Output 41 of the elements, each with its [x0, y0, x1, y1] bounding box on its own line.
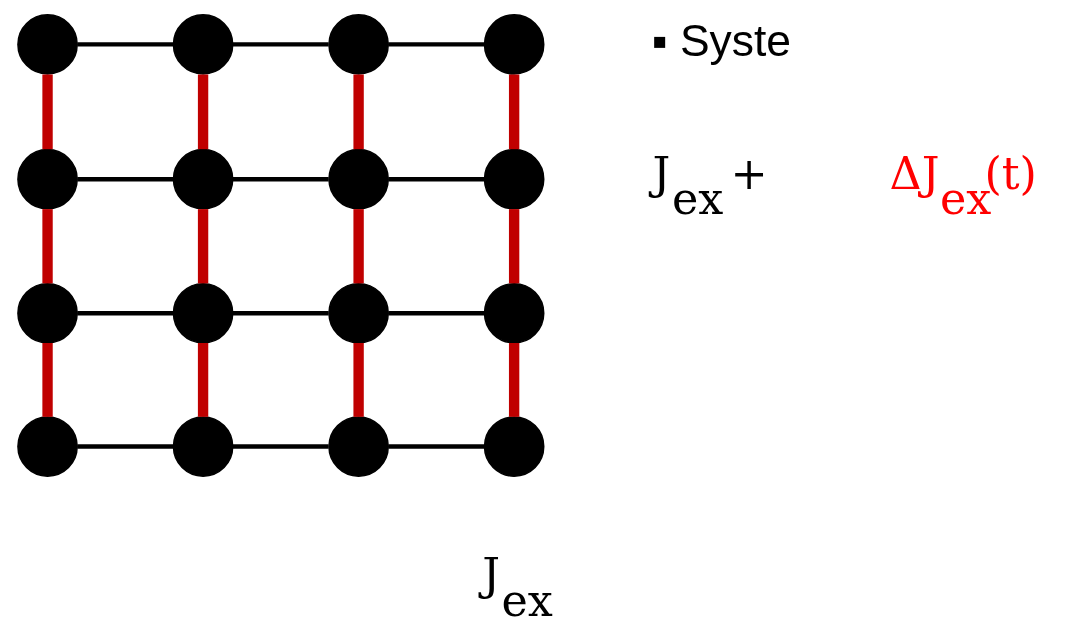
- connector: [388, 311, 485, 316]
- node-circle: [328, 148, 389, 210]
- connector: [42, 343, 53, 417]
- connector: [232, 176, 329, 182]
- connector: [232, 42, 329, 47]
- connector: [353, 209, 364, 284]
- connector: [388, 42, 485, 47]
- connector: [388, 176, 485, 182]
- connector: [77, 311, 174, 316]
- node-circle: [328, 282, 389, 344]
- connector: [77, 42, 174, 47]
- node-circle: [172, 14, 234, 75]
- connector: [353, 74, 364, 150]
- connector: [388, 444, 485, 449]
- connector: [232, 444, 329, 449]
- connector: [232, 311, 329, 316]
- connector: [197, 209, 209, 284]
- node-circle: [17, 282, 78, 344]
- node-circle: [17, 14, 78, 75]
- connector: [42, 74, 53, 150]
- connector: [77, 444, 174, 449]
- node-circle: [483, 14, 545, 75]
- node-circle: [17, 416, 78, 477]
- node-circle: [172, 416, 234, 477]
- node-circle: [483, 282, 545, 344]
- node-circle: [328, 14, 389, 75]
- connector: [77, 176, 174, 182]
- connector: [508, 209, 520, 284]
- connector: [197, 343, 209, 417]
- node-circle: [483, 148, 545, 210]
- node-circle: [17, 148, 78, 210]
- node-circle: [483, 416, 545, 477]
- node-circle: [328, 416, 389, 477]
- node-circle: [172, 148, 234, 210]
- connector: [508, 343, 520, 417]
- connector: [197, 74, 209, 150]
- connector: [508, 74, 520, 150]
- node-circle: [172, 282, 234, 344]
- label: ▪ Syste: [651, 15, 792, 65]
- connector: [42, 209, 53, 284]
- connector: [353, 343, 364, 417]
